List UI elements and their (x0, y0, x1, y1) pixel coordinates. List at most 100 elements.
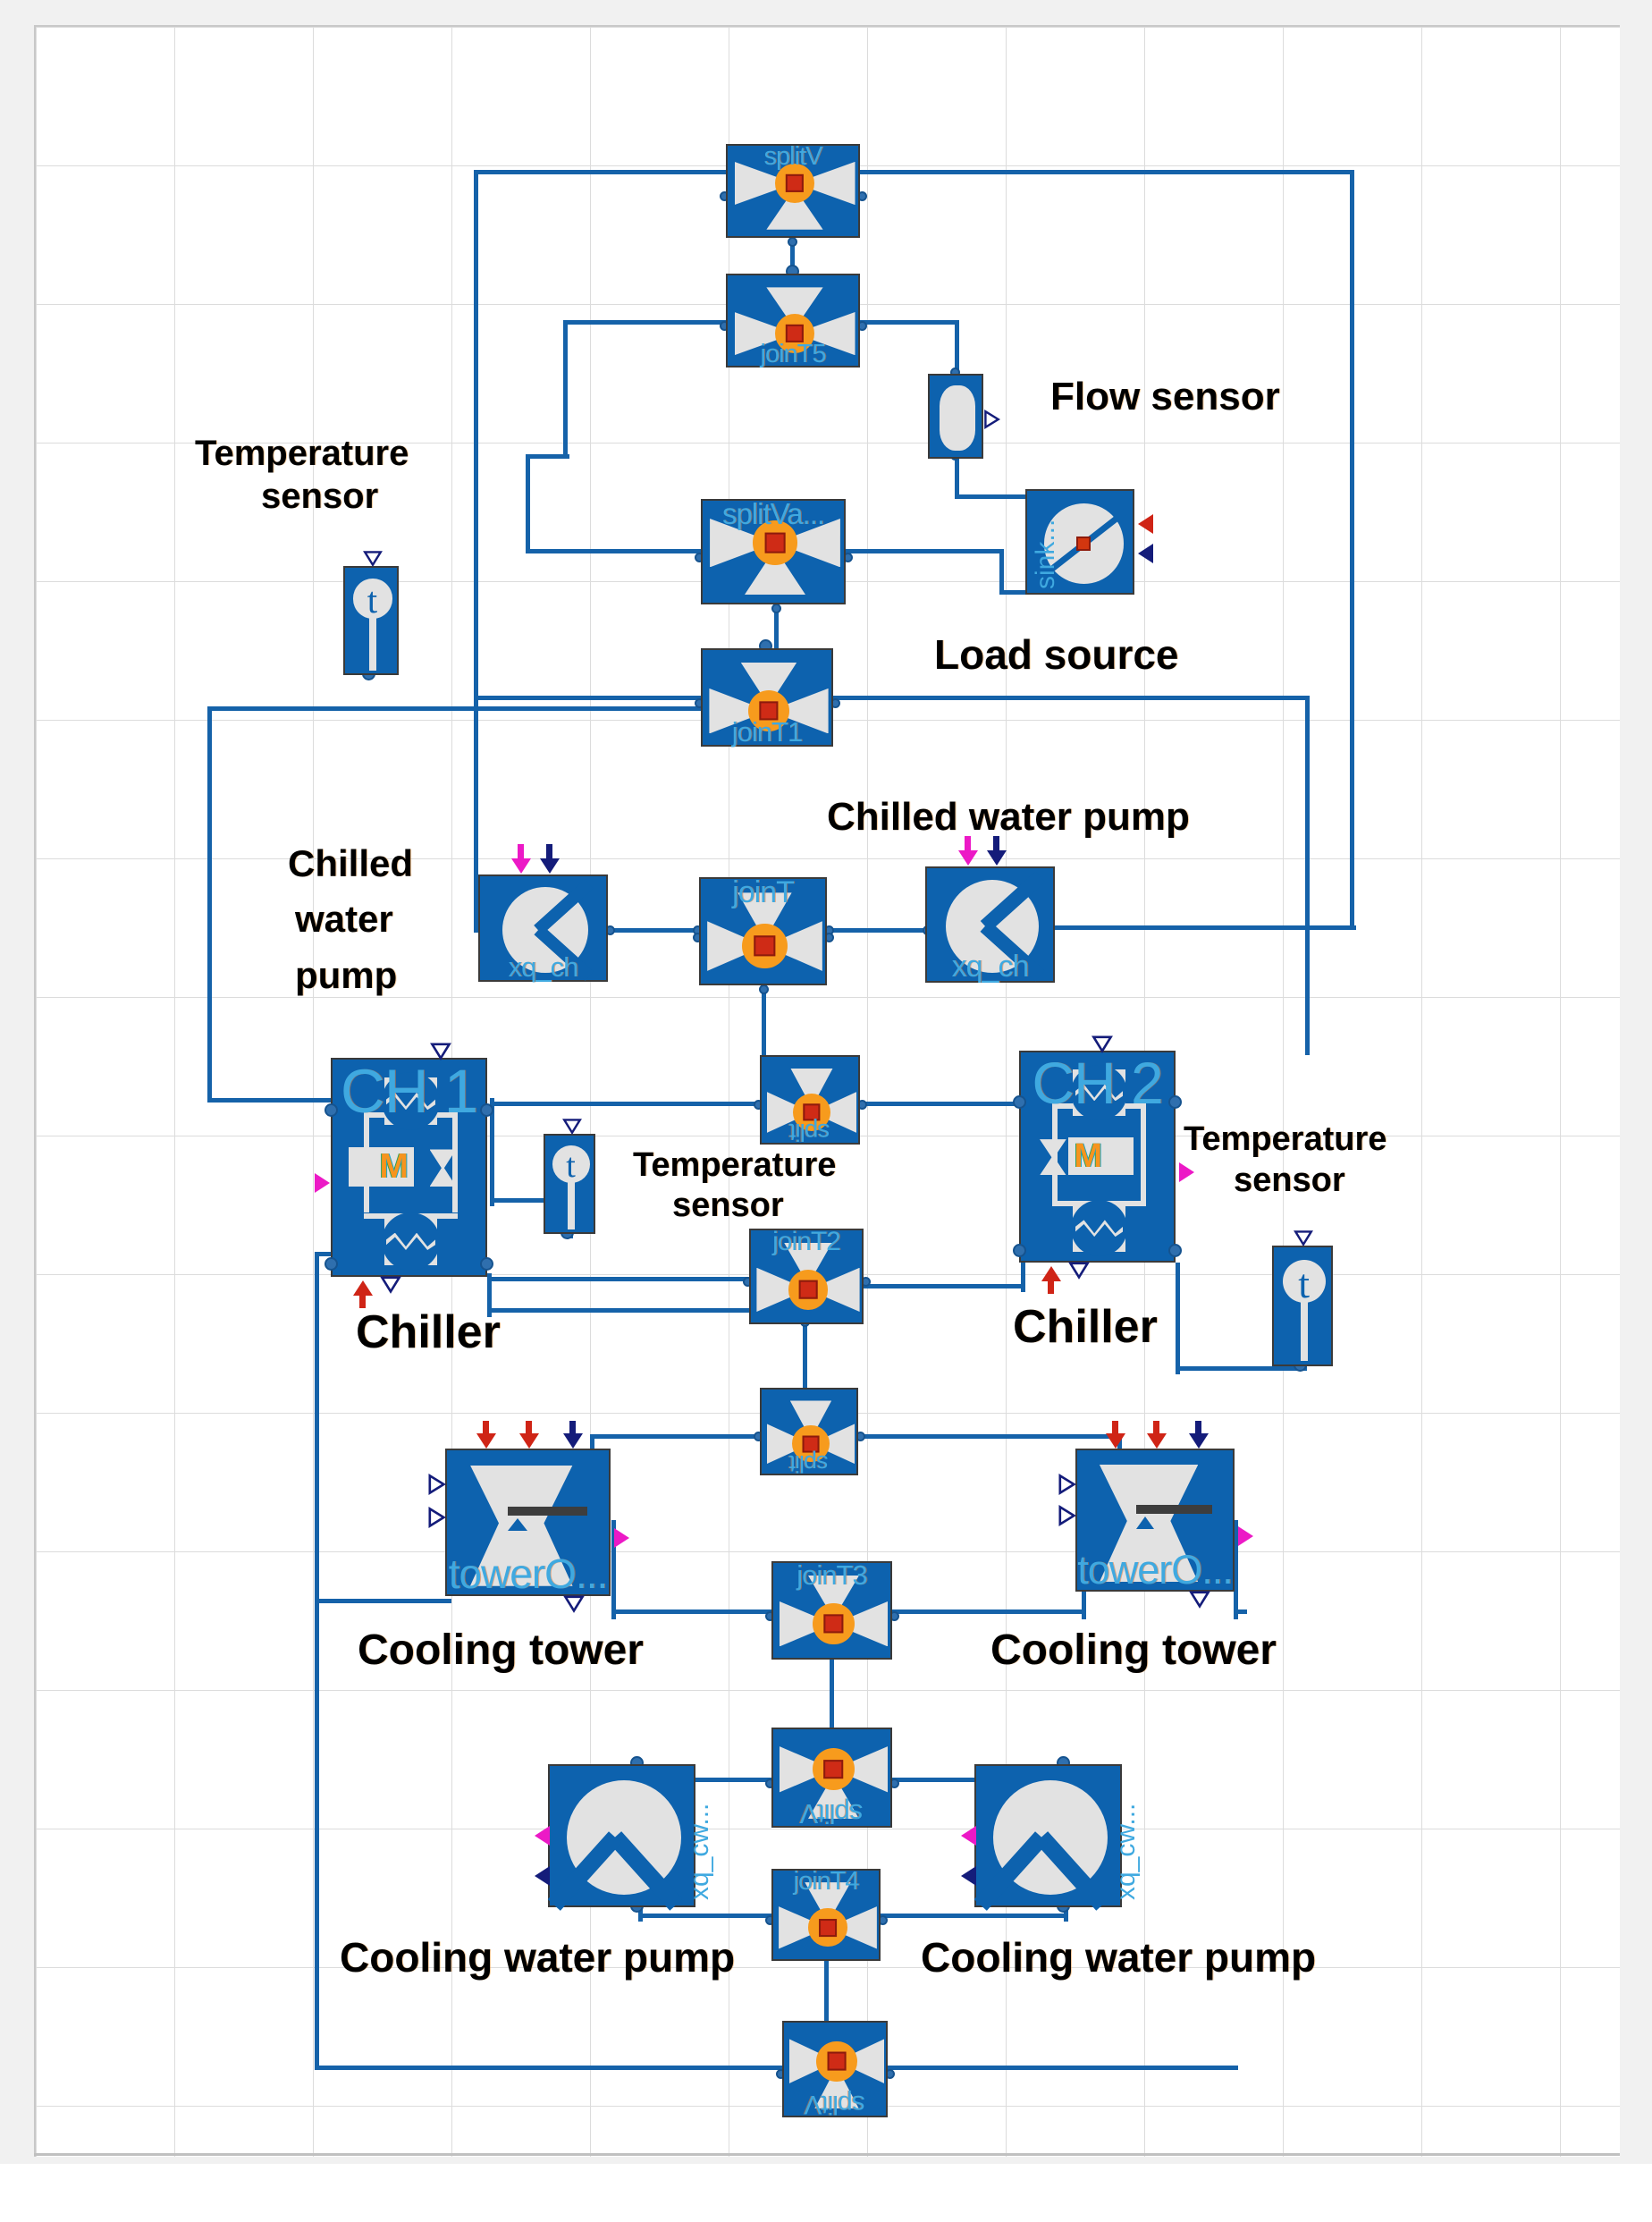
connector-joinT-bottom[interactable] (759, 984, 769, 994)
wire-pump1-to-joinT (608, 928, 704, 933)
ann-temp-sensor-2-l1: Temperature (633, 1146, 837, 1184)
valve-actuator-hub[interactable] (808, 1908, 847, 1947)
wire-source-in (999, 590, 1032, 595)
hollow-port-icon[interactable] (1293, 1228, 1313, 1247)
block-joinT1[interactable]: joinT1 (701, 648, 833, 748)
valve-actuator-hub[interactable] (812, 1748, 855, 1791)
wire-splitv-to-joinT5 (790, 238, 795, 278)
wire-tower1-feed-down (590, 1434, 594, 1458)
chiller-port-bottom-right[interactable] (480, 1256, 493, 1271)
block-pump-cooling-1[interactable]: xq_cw... (535, 1764, 714, 1912)
wire-into-chiller-1-left (207, 1098, 335, 1103)
grid-line-vertical (1006, 27, 1007, 2157)
wire-splitVlow-left (638, 1778, 776, 1782)
chiller-port-bottom-left[interactable] (324, 1256, 338, 1271)
block-tower-1[interactable]: towerO... (428, 1421, 629, 1613)
chiller-port-bottom-right[interactable] (1168, 1243, 1182, 1257)
block-flow-sensor[interactable] (928, 374, 1001, 459)
grid-line-horizontal (36, 1690, 1620, 1691)
ann-temp-sensor-3-l1: Temperature (1184, 1120, 1387, 1158)
wire-joinT3-to-splitVlow (830, 1660, 834, 1732)
valve-actuator-hub[interactable] (793, 1094, 830, 1131)
hollow-port-icon[interactable] (1067, 1259, 1090, 1280)
valve-actuator-hub[interactable] (747, 690, 790, 732)
wire-bottom-return-left (315, 2066, 789, 2070)
hollow-port-icon[interactable] (1188, 1588, 1210, 1609)
chiller-port-top-left[interactable] (1013, 1094, 1026, 1109)
wire-chiller1-to-temp2 (490, 1198, 548, 1203)
chiller-port-top-right[interactable] (480, 1103, 493, 1118)
valve-actuator-hub[interactable] (774, 163, 815, 204)
hollow-port-icon[interactable] (982, 410, 1001, 429)
block-splitT-mid[interactable]: split (760, 1055, 860, 1146)
block-temp-sensor-2[interactable]: t (544, 1119, 595, 1234)
block-temp-sensor-3[interactable]: t (1272, 1230, 1333, 1366)
hollow-port-icon[interactable] (379, 1273, 401, 1295)
grid-line-horizontal (36, 27, 1620, 28)
block-joinT3[interactable]: joinT3 (771, 1559, 892, 1660)
hollow-port-icon[interactable] (426, 1474, 447, 1496)
valve-port-wedge (734, 311, 780, 356)
grid-line-vertical (174, 27, 175, 2157)
valve-port-wedge (809, 311, 856, 356)
block-splitT-mid2[interactable]: split (760, 1388, 858, 1477)
chiller-port-bottom-left[interactable] (1013, 1243, 1026, 1257)
block-joinT[interactable]: joinT (699, 875, 827, 985)
valve-port-wedge (809, 161, 856, 206)
ann-chilled-pump-right: Chilled water pump (827, 795, 1190, 839)
valve-actuator-hub[interactable] (816, 2040, 857, 2082)
hollow-port-icon[interactable] (429, 1040, 451, 1061)
hollow-port-icon[interactable] (362, 548, 383, 568)
valve-actuator-hub[interactable] (753, 520, 797, 565)
wire-down-to-splitVa (526, 454, 530, 553)
hollow-port-icon[interactable] (1056, 1473, 1077, 1495)
hollow-port-icon[interactable] (426, 1506, 447, 1528)
wire-flow-to-load-source (955, 494, 1032, 499)
block-tower-2[interactable]: towerO... (1058, 1421, 1253, 1609)
wire-chiller1-right-arm (490, 1102, 494, 1206)
wire-joinT-to-pump2 (827, 928, 930, 933)
cooling-tower-airflow-icon (508, 1517, 528, 1531)
hollow-port-icon[interactable] (562, 1593, 585, 1614)
valve-actuator-hub[interactable] (792, 1425, 830, 1463)
block-temp-sensor-1[interactable]: t (343, 551, 399, 675)
grid-line-horizontal (36, 997, 1620, 998)
block-joinT2[interactable]: joinT2 (749, 1227, 864, 1324)
chiller-compressor (1067, 1136, 1134, 1176)
valve-actuator-hub[interactable] (742, 923, 788, 969)
valve-actuator-hub[interactable] (788, 1269, 829, 1310)
block-pump-cooling-2[interactable]: xq_cw... (961, 1764, 1141, 1912)
block-joinT5[interactable]: joinT5 (726, 274, 860, 368)
block-pump-chilled-1[interactable]: xq_ch (478, 844, 608, 983)
chiller-port-top-right[interactable] (1168, 1094, 1182, 1109)
chiller-motor-label: M (379, 1147, 409, 1187)
chiller-loop-right (452, 1111, 458, 1213)
wire-chiller1-lower-arm (487, 1308, 755, 1313)
block-splitV-low[interactable]: splitV (771, 1728, 892, 1829)
flow-sensor-body (940, 385, 975, 451)
block-load-source[interactable]: sink... (1025, 489, 1153, 595)
chiller-compressor (348, 1147, 414, 1187)
hollow-port-icon[interactable] (1091, 1033, 1113, 1054)
chiller-motor-label: M (1074, 1137, 1103, 1176)
wire-pumpcool1-bottom (638, 1903, 643, 1922)
block-joinT4[interactable]: joinT4 (771, 1867, 881, 1961)
block-splitVa[interactable]: splitVa... (701, 497, 846, 604)
grid-line-horizontal (36, 1551, 1620, 1552)
block-pump-chilled-2[interactable]: xq_ch (925, 836, 1055, 984)
connector-splitVa-bottom[interactable] (771, 604, 781, 613)
cooling-tower-fan (1135, 1504, 1213, 1515)
block-splitV-top[interactable]: splitV (726, 142, 860, 238)
valve-actuator-hub[interactable] (774, 314, 815, 354)
connector-splitv-bottom[interactable] (788, 237, 797, 247)
grid-line-vertical (1560, 27, 1561, 2157)
hollow-port-icon[interactable] (1056, 1504, 1077, 1526)
chiller-port-top-left[interactable] (324, 1103, 338, 1118)
wire-to-flow-sensor-top (955, 320, 959, 378)
ann-load-source: Load source (934, 631, 1179, 678)
block-splitV-bottom[interactable]: splitV (782, 2021, 888, 2119)
valve-actuator-hub[interactable] (813, 1603, 855, 1645)
hollow-port-icon[interactable] (561, 1116, 582, 1136)
